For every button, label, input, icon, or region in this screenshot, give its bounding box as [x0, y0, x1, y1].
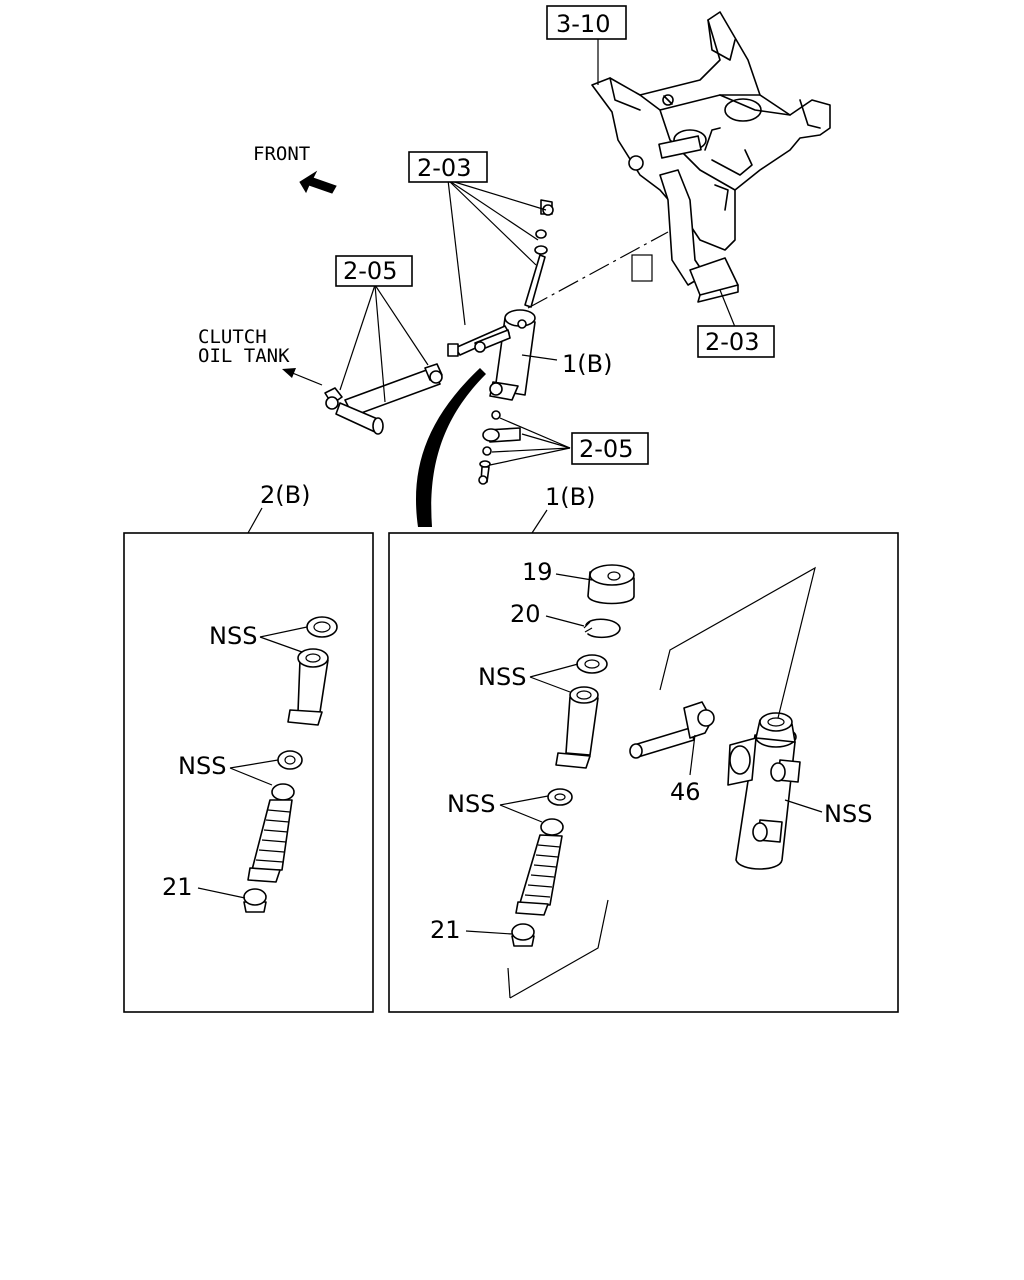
ref-2-05-top: 2-05: [335, 255, 413, 287]
right-20: 20: [510, 600, 541, 628]
panel-2b: 2(B) NSS NSS 21: [123, 481, 374, 1013]
lower-fittings: [478, 410, 571, 485]
ref-2-03-top: 2-03: [408, 151, 488, 183]
master-cylinder: [447, 199, 554, 401]
left-nss-1: NSS: [209, 622, 257, 650]
leaders-2-03-top: [447, 179, 547, 326]
front-arrow-icon: [299, 170, 337, 194]
right-nss-1: NSS: [478, 663, 526, 691]
left-nss-2: NSS: [178, 752, 226, 780]
left-21: 21: [162, 873, 193, 901]
alignment-line: [527, 231, 669, 309]
hose-fittings: [324, 363, 443, 435]
right-19: 19: [522, 558, 553, 586]
callout-1b-top: 1(B): [562, 350, 612, 378]
right-46: 46: [670, 778, 701, 806]
svg-text:2-03: 2-03: [705, 328, 759, 356]
leader-2-03-right: [719, 289, 736, 328]
leaders-2-05-top: [339, 284, 429, 403]
panel-2b-title: 2(B): [260, 481, 310, 509]
clutch-label-line1: CLUTCH: [198, 326, 267, 348]
svg-text:2-03: 2-03: [417, 154, 471, 182]
ref-2-05-lower: 2-05: [571, 432, 649, 465]
svg-text:2-05: 2-05: [579, 435, 633, 463]
panel-1b-title: 1(B): [545, 483, 595, 511]
right-nss-body: NSS: [824, 800, 872, 828]
detail-expansion-arrow: [415, 368, 486, 527]
clutch-oil-tank-indicator: CLUTCH OIL TANK: [198, 326, 323, 386]
clutch-tank-arrow-icon: [282, 368, 296, 378]
ref-2-03-right: 2-03: [697, 325, 775, 358]
pedal-bracket: [591, 11, 831, 303]
svg-text:3-10: 3-10: [556, 10, 610, 38]
ref-3-10: 3-10: [546, 5, 627, 40]
svg-text:2-05: 2-05: [343, 257, 397, 285]
leader-1b-top: [521, 354, 558, 361]
front-label: FRONT: [253, 143, 310, 165]
right-21: 21: [430, 916, 461, 944]
panel-1b: 1(B) 19 20 NSS NSS: [388, 483, 899, 1013]
right-nss-2: NSS: [447, 790, 495, 818]
clutch-label-line2: OIL TANK: [198, 345, 290, 367]
front-indicator: FRONT: [253, 143, 337, 194]
